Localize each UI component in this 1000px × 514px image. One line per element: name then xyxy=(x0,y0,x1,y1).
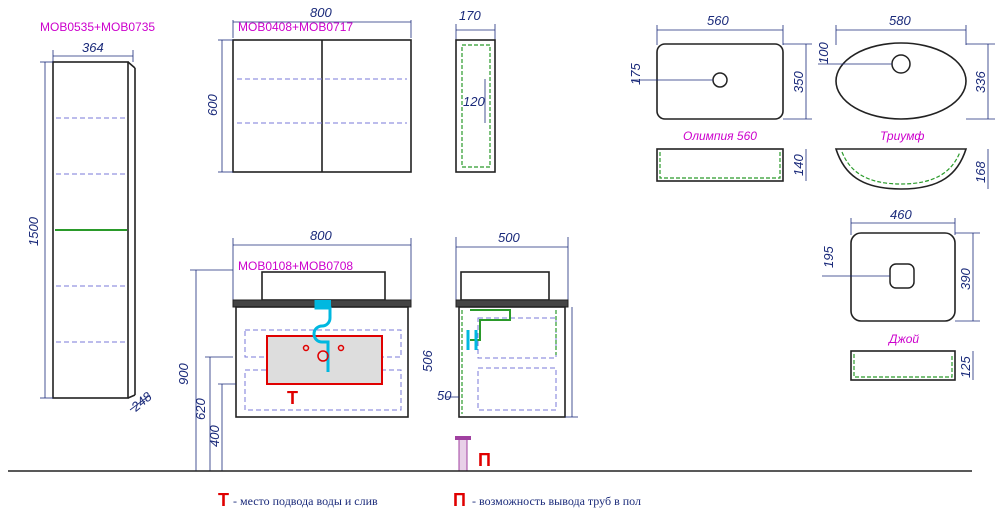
sink-olimpia: 560 175 350 Олимпия 560 140 xyxy=(628,13,812,182)
olimpia-height-dim: 140 xyxy=(791,154,806,176)
vanity-basin xyxy=(261,271,386,301)
mirror-width-dim: 800 xyxy=(310,5,332,20)
mirror-height-dim: 600 xyxy=(205,94,220,116)
tall-cabinet-body xyxy=(52,61,129,399)
triumf-name: Триумф xyxy=(880,129,924,143)
mirror-cabinet: MOB0408+MOB0717 800 600 xyxy=(205,5,412,173)
vanity-height-dim: 506 xyxy=(420,350,435,372)
mirror-inner-dim: 120 xyxy=(463,94,485,109)
joy-height-dim: 125 xyxy=(958,356,973,378)
vanity-model: MOB0108+MOB0708 xyxy=(238,259,353,273)
olimpia-offset-dim: 175 xyxy=(628,63,643,85)
floor-620-dim: 620 xyxy=(193,398,208,420)
joy-depth-dim: 390 xyxy=(958,268,973,290)
tall-height-dim: 1500 xyxy=(26,216,41,246)
triumf-offset-dim: 100 xyxy=(816,42,831,64)
olimpia-depth-dim: 350 xyxy=(791,71,806,93)
olimpia-name: Олимпия 560 xyxy=(683,129,757,143)
floor-900-dim: 900 xyxy=(176,363,191,385)
tall-cabinet-model: MOB0535+MOB0735 xyxy=(40,20,155,34)
legend: Т - место подвода воды и слив П - возмож… xyxy=(218,490,641,510)
legend-p-text: - возможность вывода труб в пол xyxy=(472,494,641,508)
legend-t-mark: Т xyxy=(218,490,229,510)
vanity-width-dim: 800 xyxy=(310,228,332,243)
sink-joy: 460 195 390 Джой 125 xyxy=(821,207,980,381)
triumf-depth-dim: 336 xyxy=(973,71,988,93)
vanity-depth-dim: 500 xyxy=(498,230,520,245)
tall-width-dim: 364 xyxy=(82,40,104,55)
mirror-cabinet-model: MOB0408+MOB0717 xyxy=(238,20,353,34)
triumf-height-dim: 168 xyxy=(973,161,988,183)
vanity-front: MOB0108+MOB0708 800 Т 900 620 400 xyxy=(176,228,412,471)
mirror-depth-dim: 170 xyxy=(459,8,481,23)
floor-400-dim: 400 xyxy=(207,425,222,447)
triumf-width-dim: 580 xyxy=(889,13,911,28)
vanity-side: 500 506 50 П xyxy=(420,230,578,472)
legend-p-mark: П xyxy=(453,490,466,510)
tall-depth-dim: 248 xyxy=(128,388,156,415)
joy-name: Джой xyxy=(887,332,919,346)
sink-triumf: 580 100 336 Триумф 168 xyxy=(816,13,995,190)
joy-width-dim: 460 xyxy=(890,207,912,222)
legend-t-text: - место подвода воды и слив xyxy=(233,494,378,508)
mirror-cabinet-side: 170 120 xyxy=(455,8,496,173)
p-marker: П xyxy=(478,450,491,470)
joy-offset-dim: 195 xyxy=(821,246,836,268)
olimpia-width-dim: 560 xyxy=(707,13,729,28)
side-50-dim: 50 xyxy=(437,388,452,403)
t-marker: Т xyxy=(287,388,298,408)
tall-cabinet: MOB0535+MOB0735 364 1500 248 xyxy=(26,20,155,415)
